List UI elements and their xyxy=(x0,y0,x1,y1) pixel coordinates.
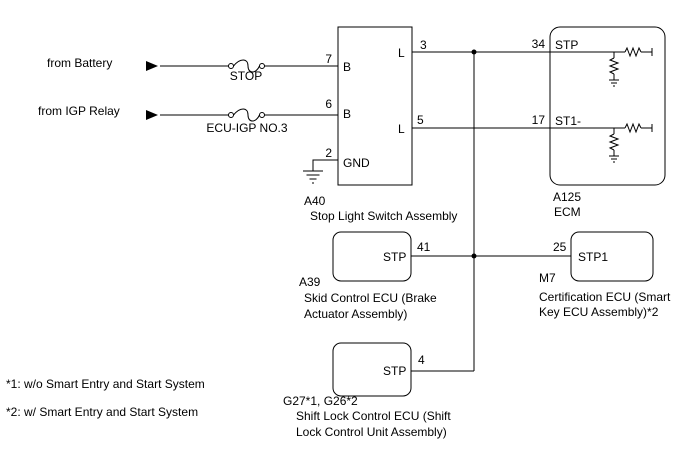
from-igp-relay-label: from IGP Relay xyxy=(38,104,120,118)
terminal-b-label: B xyxy=(343,107,351,121)
ecm-stp-terminal: STP xyxy=(555,38,578,52)
pin-4-label: 4 xyxy=(418,353,425,367)
pin-34-label: 34 xyxy=(532,37,546,51)
pin-2-label: 2 xyxy=(325,146,332,160)
shift-stp-terminal: STP xyxy=(383,364,406,378)
stop-fuse-terminal xyxy=(228,63,234,69)
certification-ecu-box xyxy=(570,231,654,282)
shift-ecu-name-line1: Shift Lock Control ECU (Shift xyxy=(296,409,451,423)
cert-stp1-terminal: STP1 xyxy=(578,250,608,264)
skid-ecu-code: A39 xyxy=(299,275,321,289)
terminal-gnd-label: GND xyxy=(343,156,370,170)
resistor-icon xyxy=(624,46,642,58)
skid-control-ecu-box xyxy=(332,231,412,282)
stop-fuse-terminal xyxy=(259,63,265,69)
stop-light-switch-box xyxy=(337,26,413,186)
pin-25-label: 25 xyxy=(553,240,567,254)
footnote-1: *1: w/o Smart Entry and Start System xyxy=(6,377,205,391)
from-battery-label: from Battery xyxy=(47,56,112,70)
pin-5-label: 5 xyxy=(417,113,424,127)
stop-fuse-label: STOP xyxy=(230,69,262,83)
arrow-icon xyxy=(146,61,158,71)
terminal-b-label: B xyxy=(343,60,351,74)
skid-ecu-name-line2: Actuator Assembly) xyxy=(304,307,407,321)
skid-ecu-name-line1: Skid Control ECU (Brake xyxy=(304,291,437,305)
ecm-box xyxy=(549,26,666,186)
pin-3-label: 3 xyxy=(420,38,427,52)
junction-dot xyxy=(471,49,477,55)
igp-fuse-icon xyxy=(233,108,260,122)
igp-fuse-terminal xyxy=(228,112,234,118)
footnote-2: *2: w/ Smart Entry and Start System xyxy=(6,405,198,419)
igp-fuse-terminal xyxy=(259,112,265,118)
pin-17-label: 17 xyxy=(532,113,546,127)
ecm-code: A125 xyxy=(553,190,581,204)
shift-ecu-name-line2: Lock Control Unit Assembly) xyxy=(296,425,447,439)
resistor-icon xyxy=(624,122,642,134)
ecm-st1-terminal: ST1- xyxy=(555,114,581,128)
pin-6-label: 6 xyxy=(325,97,332,111)
junction-dot xyxy=(471,253,477,259)
shift-ecu-code: G27*1, G26*2 xyxy=(283,394,358,408)
pin-41-label: 41 xyxy=(417,240,431,254)
stop-switch-name: Stop Light Switch Assembly xyxy=(310,209,457,223)
terminal-l-label: L xyxy=(398,122,405,136)
pin-7-label: 7 xyxy=(325,52,332,66)
resistor-icon xyxy=(608,57,620,75)
cert-ecu-code: M7 xyxy=(539,271,556,285)
shift-lock-ecu-box xyxy=(332,342,412,397)
terminal-l-label: L xyxy=(398,46,405,60)
stop-switch-code: A40 xyxy=(304,194,326,208)
resistor-icon xyxy=(608,133,620,151)
stop-fuse-icon xyxy=(233,59,260,73)
ecu-igp-fuse-label: ECU-IGP NO.3 xyxy=(206,121,287,135)
skid-stp-terminal: STP xyxy=(383,250,406,264)
cert-ecu-name-line2: Key ECU Assembly)*2 xyxy=(539,305,659,319)
arrow-icon xyxy=(146,110,158,120)
ecm-name: ECM xyxy=(554,205,581,219)
cert-ecu-name-line1: Certification ECU (Smart xyxy=(539,290,671,304)
ground-wire xyxy=(312,159,338,171)
